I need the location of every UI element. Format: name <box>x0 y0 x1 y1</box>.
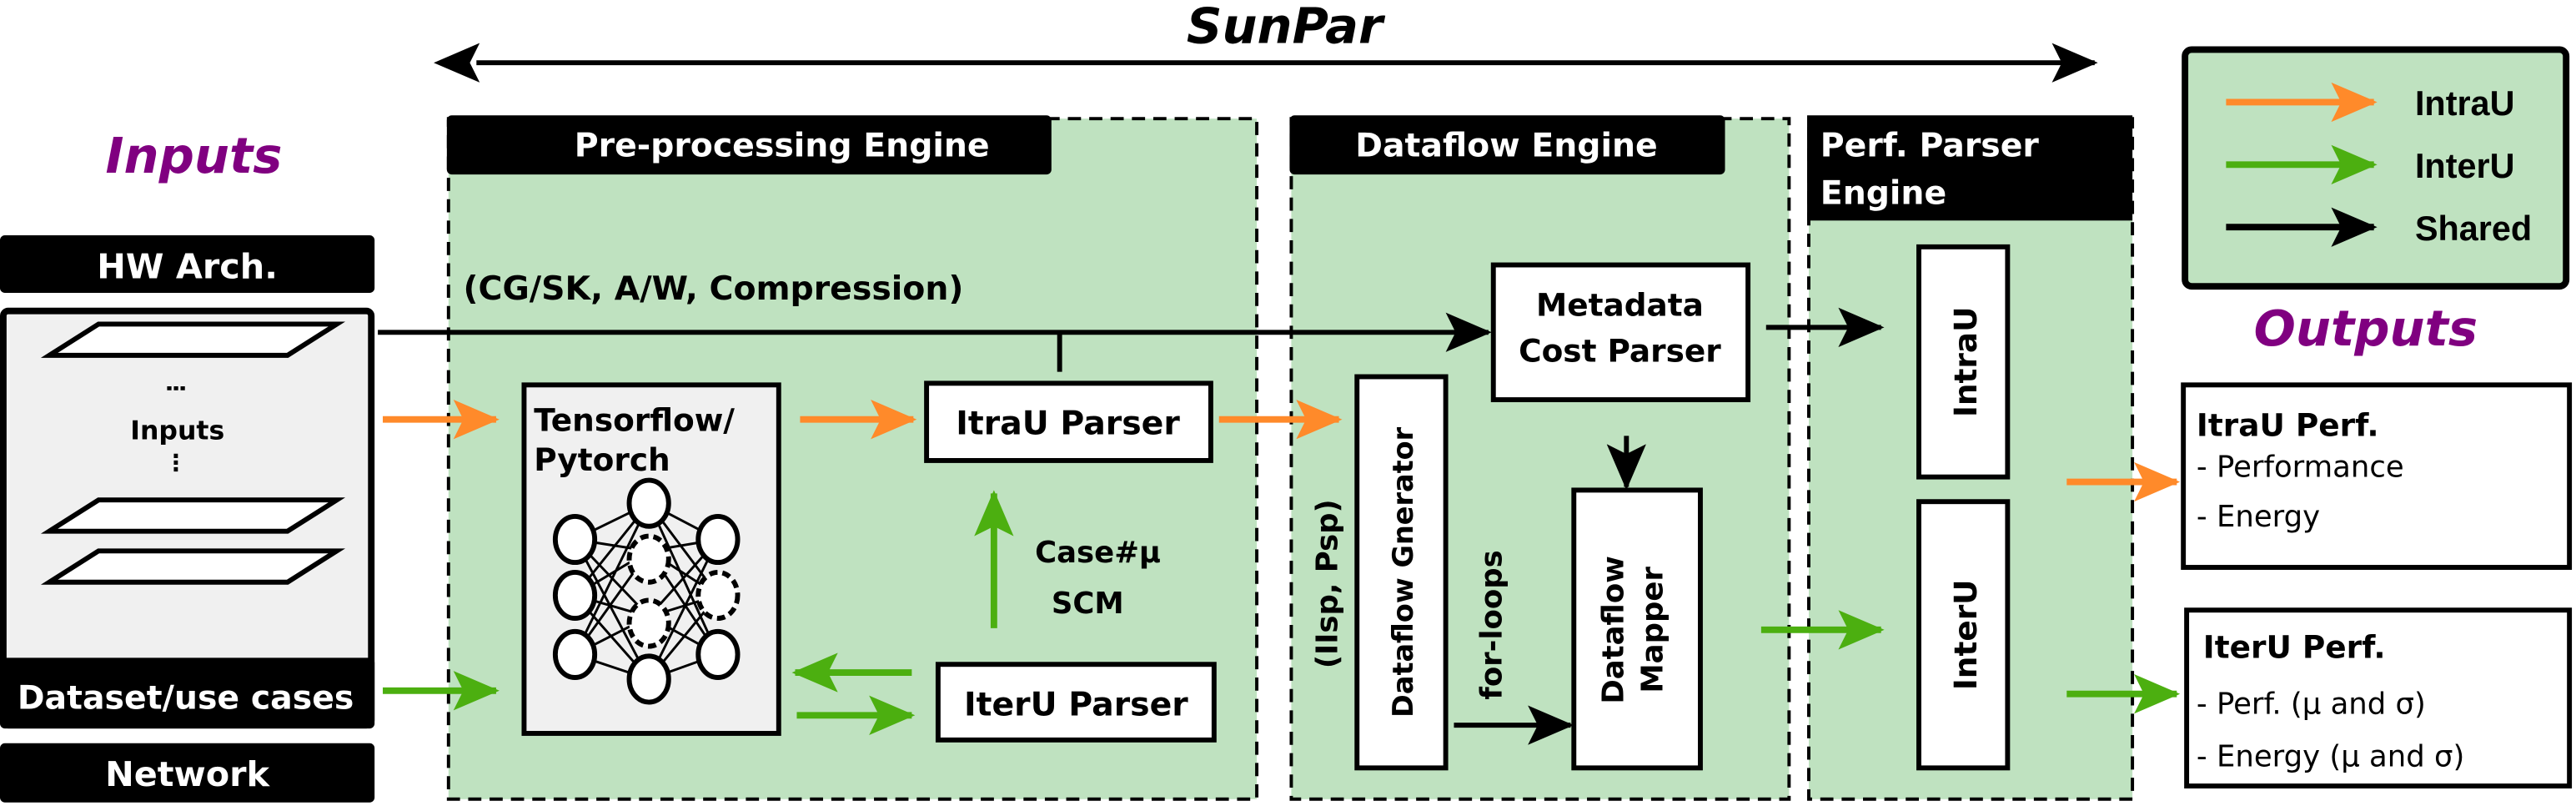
preprocessing-engine: Pre-processing Engine (CG/SK, A/W, Compr… <box>446 115 1259 801</box>
network-label: Network <box>105 754 270 794</box>
scm-label: SCM <box>1052 587 1124 621</box>
iteru-perf-item: - Energy (μ and σ) <box>2197 739 2464 773</box>
params-label: (IIsp, Psp) <box>1311 499 1345 668</box>
input-layer-icon <box>40 321 346 358</box>
dataset-label: Dataset/use cases <box>18 678 354 717</box>
metadata-label: Cost Parser <box>1519 333 1721 370</box>
hw-arch-label: HW Arch. <box>97 246 278 286</box>
metadata-box <box>1490 262 1751 403</box>
legend: IntraU InterU Shared <box>2182 46 2570 290</box>
for-loops-label: for-loops <box>1475 550 1509 699</box>
framework-label: Pytorch <box>534 441 670 478</box>
config-label: (CG/SK, A/W, Compression) <box>464 270 964 308</box>
iteru-perf-box <box>2184 607 2573 788</box>
stack-label: Inputs <box>130 416 224 446</box>
legend-intrau-label: IntraU <box>2415 84 2515 123</box>
legend-shared-label: Shared <box>2415 209 2532 248</box>
itrau-perf-title: ItraU Perf. <box>2197 406 2379 443</box>
dataflow-mapper-box <box>1571 487 1703 771</box>
iteru-parser-label: IterU Parser <box>964 685 1188 723</box>
dataflow-engine: Dataflow Engine Metadata Cost Parser (II… <box>1289 115 1791 801</box>
perf-parser-header: Perf. Parser <box>1820 126 2040 164</box>
interu-box <box>1916 499 2011 771</box>
dataflow-mapper-label: Dataflow <box>1596 556 1630 704</box>
framework-label: Tensorflow/ <box>534 401 735 438</box>
dataflow-header: Dataflow Engine <box>1355 126 1657 164</box>
neural-network-icon <box>552 477 741 705</box>
iteru-perf-title: IterU Perf. <box>2203 628 2386 665</box>
input-layer-icon <box>40 548 346 585</box>
itrau-parser-label: ItraU Parser <box>956 404 1180 442</box>
inputs-heading: Inputs <box>106 127 283 184</box>
legend-interu-label: InterU <box>2415 147 2515 185</box>
perf-parser-header: Engine <box>1820 174 1946 213</box>
itrau-perf-box <box>2181 382 2573 570</box>
dataflow-generator-label: Dataflow Gnerator <box>1387 426 1419 718</box>
dataset-panel: ⋮ Inputs ⋮ Dataset/use cases <box>0 307 375 729</box>
title: SunPar <box>1187 0 1386 55</box>
preprocessing-header: Pre-processing Engine <box>575 126 990 164</box>
intrau-box <box>1916 244 2011 480</box>
ellipsis-icon: ⋮ <box>162 376 189 400</box>
input-layer-icon <box>40 497 346 534</box>
intrau-label: IntraU <box>1947 306 1984 417</box>
engine-separator <box>1792 115 1806 803</box>
hw-arch-box <box>0 235 375 294</box>
case-label: Case#μ <box>1035 536 1161 570</box>
itrau-parser-box <box>924 380 1213 463</box>
metadata-label: Metadata <box>1536 287 1704 324</box>
dataflow-mapper-label: Mapper <box>1636 567 1670 693</box>
outputs-heading: Outputs <box>2254 300 2478 357</box>
interu-label: InterU <box>1947 579 1984 690</box>
perf-parser-engine: Perf. Parser Engine IntraU InterU <box>1807 115 2135 801</box>
ellipsis-icon: ⋮ <box>164 449 188 476</box>
network-box <box>0 743 375 803</box>
dataflow-generator-box <box>1354 374 1449 771</box>
iteru-parser-box <box>935 662 1217 743</box>
itrau-perf-item: - Energy <box>2197 500 2320 534</box>
itrau-perf-item: - Performance <box>2197 451 2404 485</box>
iteru-perf-item: - Perf. (μ and σ) <box>2197 687 2426 721</box>
